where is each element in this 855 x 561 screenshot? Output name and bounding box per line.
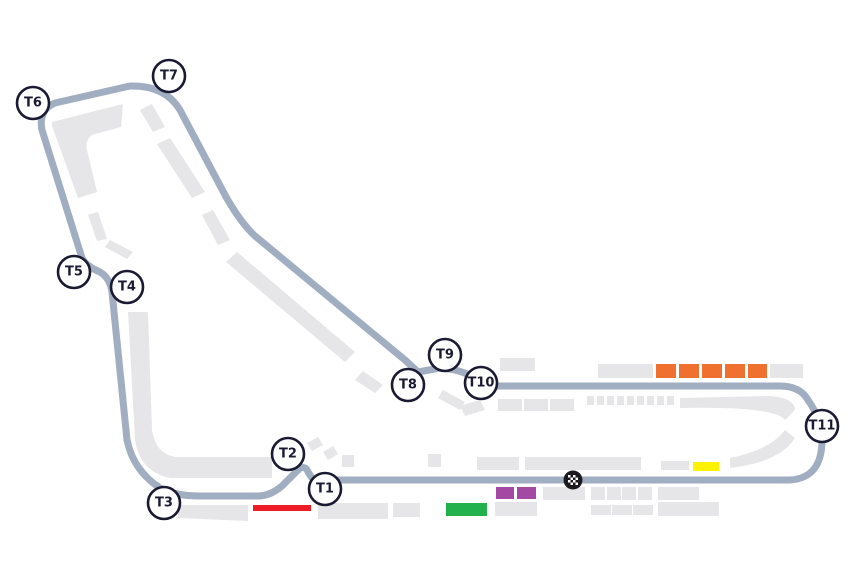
orange-grandstand[interactable] xyxy=(679,364,699,378)
turn-marker-t9[interactable]: T9 xyxy=(427,337,463,373)
turn-label: T9 xyxy=(436,348,454,363)
turn-label: T1 xyxy=(316,482,334,497)
orange-grandstand[interactable] xyxy=(748,364,767,378)
orange-grandstand[interactable] xyxy=(725,364,745,378)
purple-grandstand[interactable] xyxy=(496,487,514,499)
yellow-grandstand[interactable] xyxy=(693,462,719,471)
turn-label: T2 xyxy=(279,447,297,462)
green-grandstand[interactable] xyxy=(446,503,487,516)
turn-marker-t4[interactable]: T4 xyxy=(109,269,145,305)
colored-grandstands xyxy=(253,364,767,516)
turn-marker-t7[interactable]: T7 xyxy=(151,58,187,94)
purple-grandstand[interactable] xyxy=(517,487,536,499)
turn-marker-t11[interactable]: T11 xyxy=(804,408,840,444)
orange-grandstand[interactable] xyxy=(656,364,676,378)
turn-marker-t3[interactable]: T3 xyxy=(146,485,182,521)
turn-marker-t5[interactable]: T5 xyxy=(56,254,92,290)
turn-marker-t1[interactable]: T1 xyxy=(307,471,343,507)
turn-markers: T1 T2 T3 T4 T5 T6 T7 T8 T9 T10 T11 xyxy=(15,58,840,521)
race-track xyxy=(37,82,826,500)
turn-label: T6 xyxy=(24,96,42,111)
turn-label: T7 xyxy=(160,69,178,84)
red-grandstand[interactable] xyxy=(253,505,311,511)
turn-label: T4 xyxy=(118,280,136,295)
turn-label: T8 xyxy=(399,378,417,393)
turn-marker-t6[interactable]: T6 xyxy=(15,85,51,121)
orange-grandstand[interactable] xyxy=(702,364,722,378)
turn-marker-t2[interactable]: T2 xyxy=(270,436,306,472)
grandstands xyxy=(52,104,803,521)
turn-label: T3 xyxy=(155,496,173,511)
finish-line xyxy=(563,470,583,490)
turn-label: T5 xyxy=(65,265,83,280)
turn-marker-t10[interactable]: T10 xyxy=(463,365,499,401)
turn-marker-t8[interactable]: T8 xyxy=(390,367,426,403)
turn-label: T11 xyxy=(809,419,836,434)
turn-label: T10 xyxy=(468,376,495,391)
